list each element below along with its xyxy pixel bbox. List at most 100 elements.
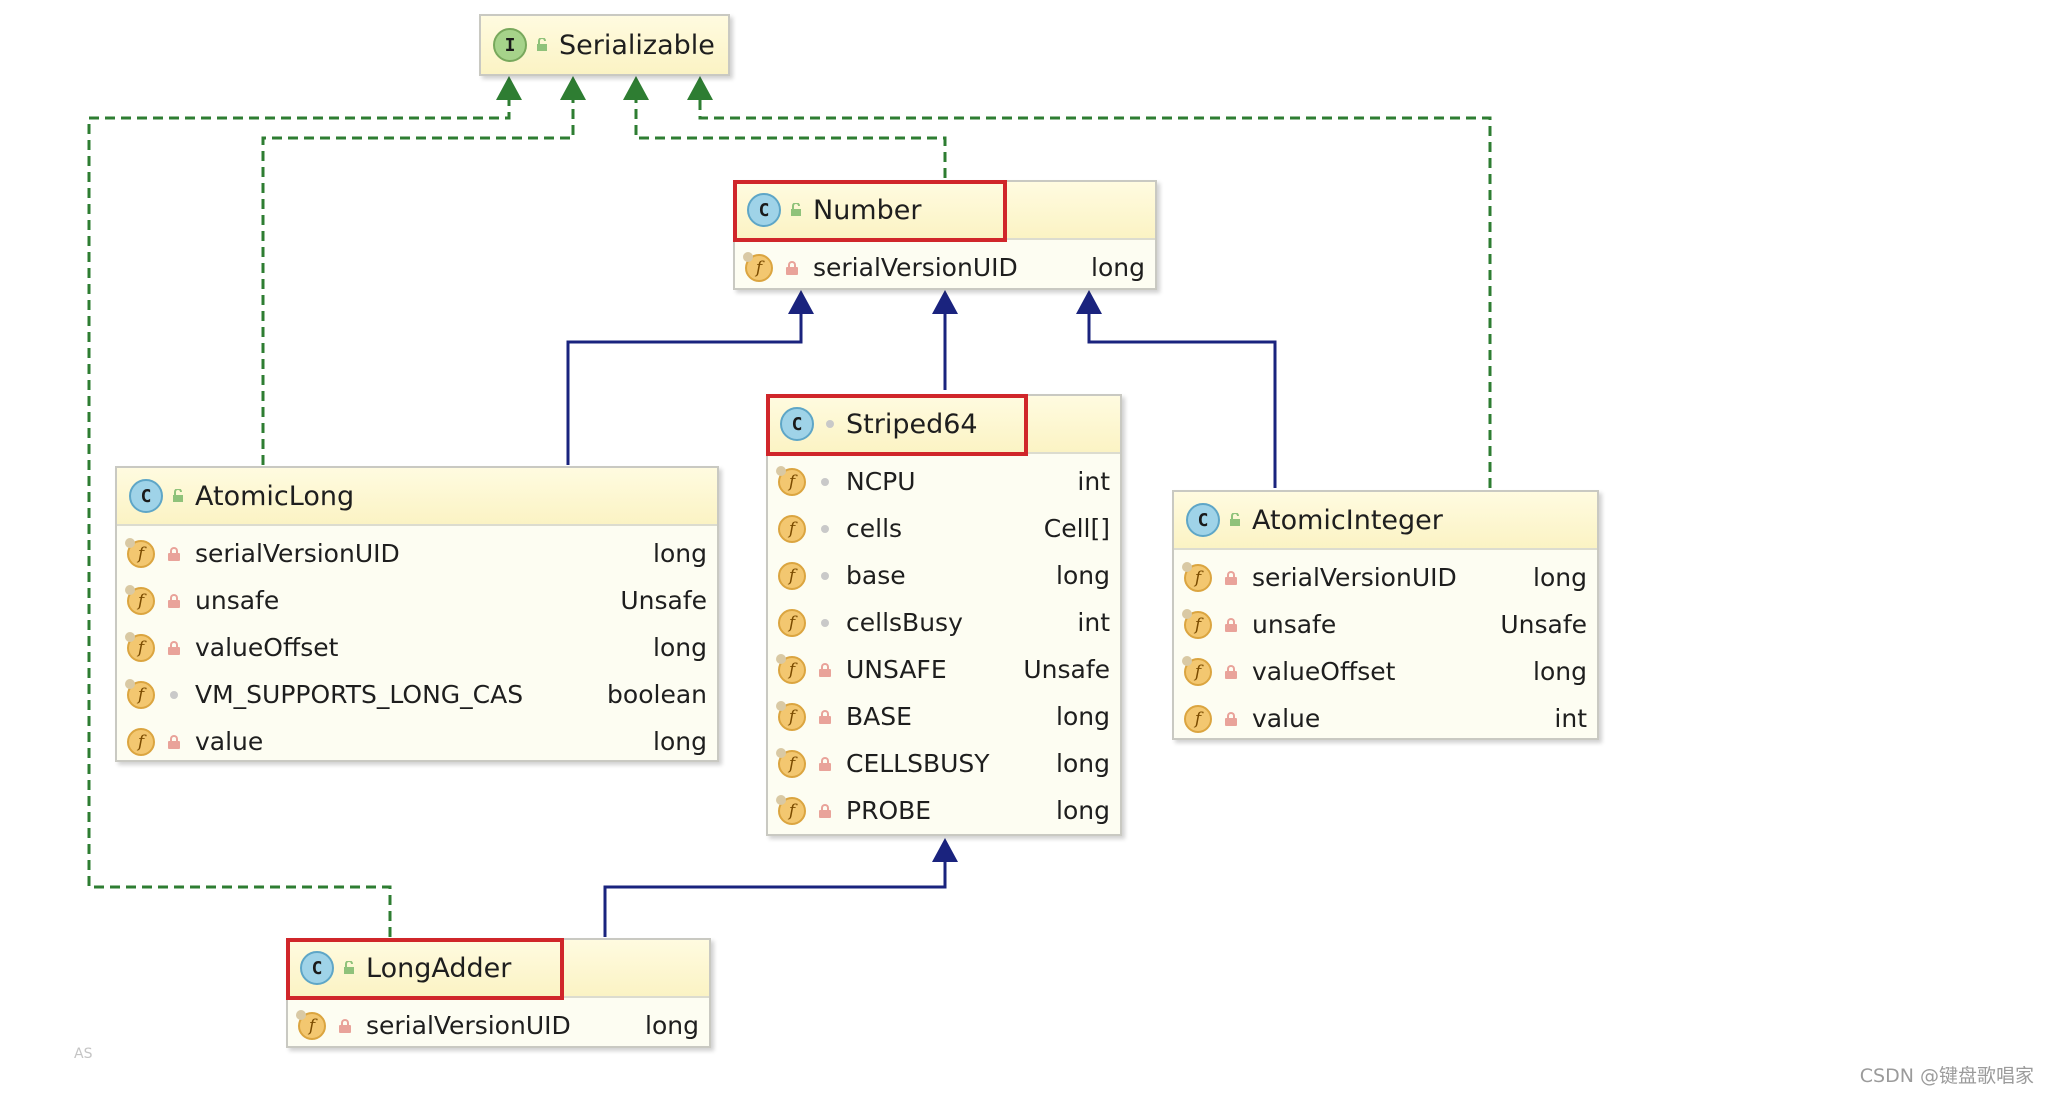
field-name: cells [846,514,903,543]
public-icon [789,202,805,218]
package-private-icon [167,687,181,703]
field-type: long [645,1011,699,1040]
class-icon: C [129,479,163,513]
arrowhead-3 [623,76,649,100]
field-icon: f [125,584,155,615]
private-lock-icon [167,546,181,562]
public-icon [1228,512,1244,528]
field-type: long [1056,702,1110,731]
field-type: int [1077,608,1110,637]
field-type: Cell[] [1043,514,1110,543]
field-icon: f [127,727,155,756]
package-private-icon [818,568,832,584]
implements-line-atomiclong [261,98,575,465]
field-name: valueOffset [195,633,339,662]
field-type: Unsafe [1023,655,1110,684]
class-name: LongAdder [366,952,512,984]
class-node-striped64[interactable]: C Striped64 f NCPU int f cells Cell[] f base lon… [766,394,1122,836]
private-lock-icon [818,662,832,678]
field-icon: f [778,514,806,543]
class-name: Serializable [559,29,715,61]
field-name: value [1252,704,1321,733]
arrowhead-8 [932,838,958,862]
interface-icon: I [493,28,527,62]
tiny-mark: AS [74,1046,93,1062]
field-row[interactable]: f NCPU int [768,458,1120,505]
field-type: long [653,539,707,568]
field-type: long [1533,657,1587,686]
implements-line-number [634,98,947,178]
field-icon: f [1184,704,1212,733]
field-name: base [846,561,906,590]
field-name: NCPU [846,467,916,496]
field-type: long [1056,749,1110,778]
field-icon: f [776,465,806,496]
field-icon: f [1182,561,1212,592]
field-row[interactable]: f cells Cell[] [768,505,1120,552]
class-icon: C [780,407,814,441]
watermark: CSDN @键盘歌唱家 [1859,1065,2034,1087]
highlight-box [766,394,1028,456]
field-type: long [1056,561,1110,590]
private-lock-icon [167,734,181,750]
class-node-serializable[interactable]: I Serializable [479,14,730,76]
implements-arrowheads [496,76,713,100]
field-icon: f [125,678,155,709]
field-type: int [1077,467,1110,496]
package-private-icon [822,416,838,432]
field-icon: f [776,653,806,684]
field-name: BASE [846,702,912,731]
package-private-icon [818,615,832,631]
class-icon: C [1186,503,1220,537]
field-name: serialVersionUID [813,253,1018,282]
extends-line-longadder [603,860,947,937]
field-icon: f [1182,608,1212,639]
field-icon: f [778,608,806,637]
private-lock-icon [1224,711,1238,727]
arrowhead-6 [932,290,958,314]
private-lock-icon [818,756,832,772]
field-name: unsafe [195,586,280,615]
class-name: AtomicInteger [1252,504,1443,536]
class-name: Striped64 [846,408,978,440]
field-row[interactable]: f BASE long [768,693,1120,740]
field-icon: f [743,251,773,282]
public-icon [342,960,358,976]
field-type: Unsafe [620,586,707,615]
field-icon: f [776,747,806,778]
field-icon: f [776,700,806,731]
field-name: serialVersionUID [366,1011,571,1040]
private-lock-icon [785,260,799,276]
field-row[interactable]: f serialVersionUID long [117,530,717,577]
field-name: PROBE [846,796,932,825]
field-name: serialVersionUID [195,539,400,568]
field-icon: f [125,537,155,568]
implements-line-atomicinteger [698,98,1492,488]
private-lock-icon [818,803,832,819]
field-row[interactable]: f unsafe Unsafe [117,577,717,624]
package-private-icon [818,521,832,537]
private-lock-icon [1224,617,1238,633]
